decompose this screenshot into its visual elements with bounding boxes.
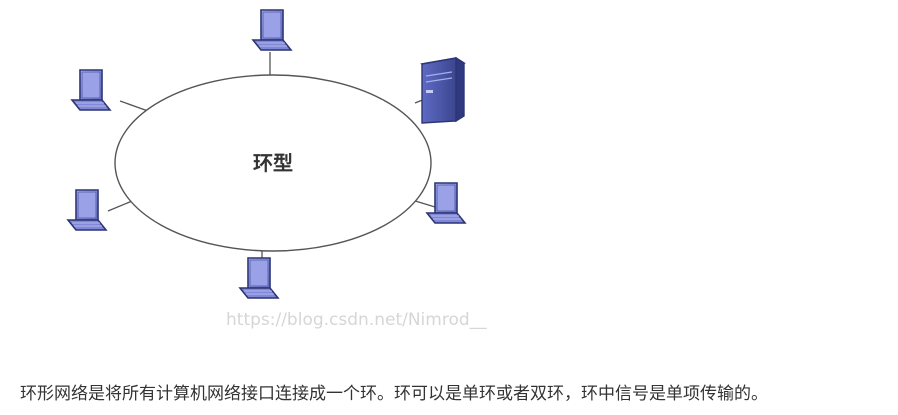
server-icon xyxy=(420,56,466,124)
ring-label: 环型 xyxy=(253,151,293,175)
ring xyxy=(114,74,432,252)
ring-topology-diagram: 环型 https://blog.csdn.net/Nimrod__ xyxy=(67,9,487,330)
laptop-icon xyxy=(426,182,466,224)
watermark: https://blog.csdn.net/Nimrod__ xyxy=(226,310,487,330)
caption-text: 环形网络是将所有计算机网络接口连接成一个环。环可以是单环或者双环，环中信号是单项… xyxy=(20,384,768,404)
laptop-icon xyxy=(239,257,279,299)
laptop-icon xyxy=(252,9,292,51)
laptop-icon xyxy=(67,189,107,231)
laptop-icon xyxy=(71,69,111,111)
